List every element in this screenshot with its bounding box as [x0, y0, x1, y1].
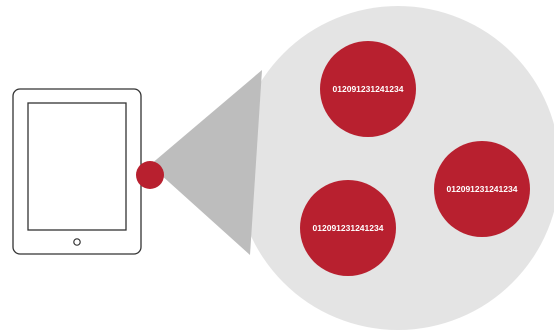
- bubble-right: 012091231241234: [434, 141, 530, 237]
- bubble-circle: [300, 180, 396, 276]
- bubble-label: 012091231241234: [333, 84, 404, 94]
- source-dot: [136, 161, 164, 189]
- tablet-icon: [12, 88, 142, 255]
- bubble-circle: [320, 41, 416, 137]
- bubble-label: 012091231241234: [447, 184, 518, 194]
- bubble-top: 012091231241234: [320, 41, 416, 137]
- bubble-label: 012091231241234: [313, 223, 384, 233]
- zoom-beam: [150, 70, 262, 255]
- tablet-screen: [27, 102, 127, 231]
- bubble-bottom: 012091231241234: [300, 180, 396, 276]
- bubble-circle: [434, 141, 530, 237]
- home-button-icon: [73, 238, 81, 246]
